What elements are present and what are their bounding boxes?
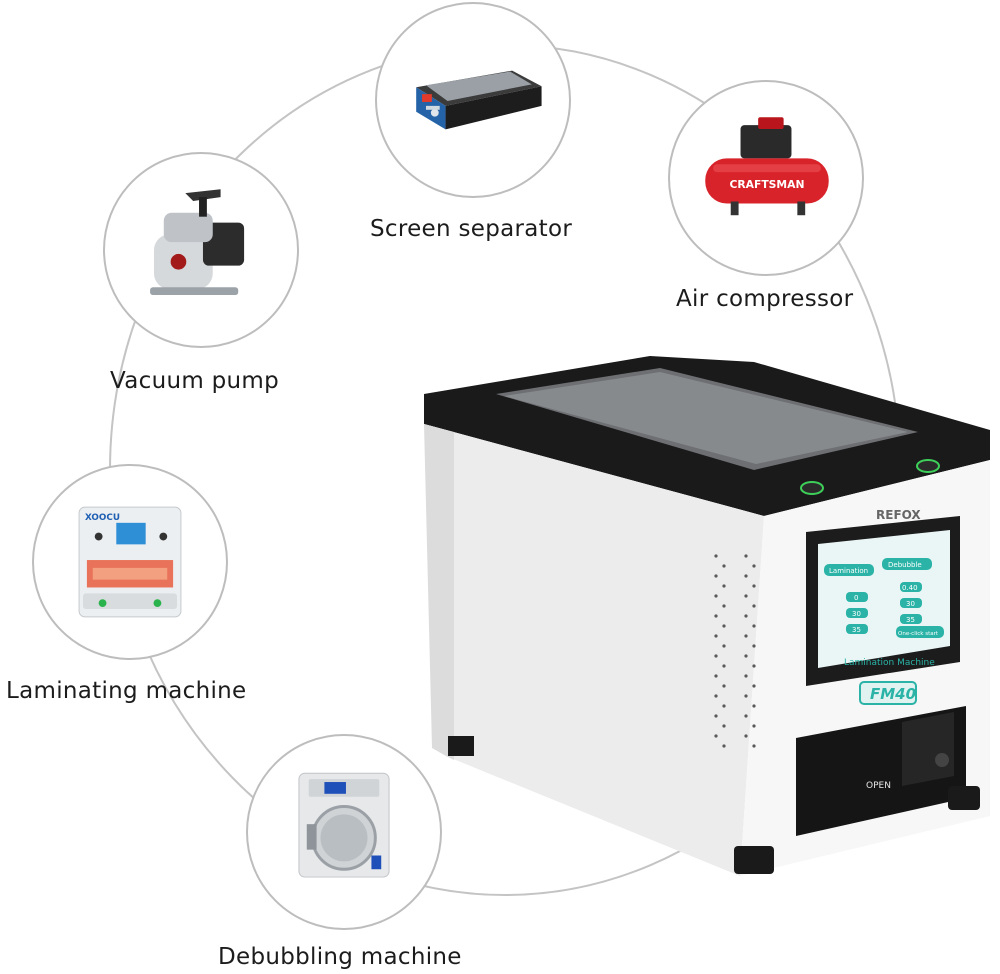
laminating-machine-circle: XOOCU <box>32 464 228 660</box>
debubbling-machine-image <box>298 772 390 878</box>
screen-value-5: 30 <box>906 600 915 608</box>
vacuum-pump-image <box>150 189 245 296</box>
screen-separator-label: Screen separator <box>370 216 573 242</box>
laminator-brand: XOOCU <box>85 513 120 523</box>
laminating-machine-image: XOOCU <box>78 506 182 618</box>
air-compressor-label: Air compressor <box>676 286 854 312</box>
screen-value-2: 30 <box>852 610 861 618</box>
air-compressor-circle: CRAFTSMAN <box>668 80 864 276</box>
main-machine: REFOX Lamination Debubble 0 30 35 0.40 3… <box>424 356 990 876</box>
vacuum-pump-label: Vacuum pump <box>110 368 280 394</box>
screen-separator-image <box>416 70 542 130</box>
screen-value-4: 0.40 <box>902 584 918 592</box>
compressor-brand: CRAFTSMAN <box>729 178 804 191</box>
brand-logo: REFOX <box>876 508 921 522</box>
model-plate: FM40 <box>870 685 916 703</box>
laminating-machine-label: Laminating machine <box>6 678 247 704</box>
screen-tab-lamination: Lamination <box>829 567 868 575</box>
debubbling-machine-circle <box>246 734 442 930</box>
screen-title: Lamination Machine <box>844 658 935 668</box>
screen-separator-circle <box>375 2 571 198</box>
screen-start-button: One-click start <box>898 631 939 637</box>
debubbling-machine-label: Debubbling machine <box>218 944 462 970</box>
vent-holes <box>714 554 756 748</box>
screen-tab-debubble: Debubble <box>888 561 922 569</box>
drawer-label: OPEN <box>866 781 891 791</box>
screen-value-3: 35 <box>852 626 861 634</box>
air-compressor-image: CRAFTSMAN <box>705 117 829 216</box>
screen-value-1: 0 <box>854 594 858 602</box>
screen-value-6: 35 <box>906 616 915 624</box>
vacuum-pump-circle <box>103 152 299 348</box>
